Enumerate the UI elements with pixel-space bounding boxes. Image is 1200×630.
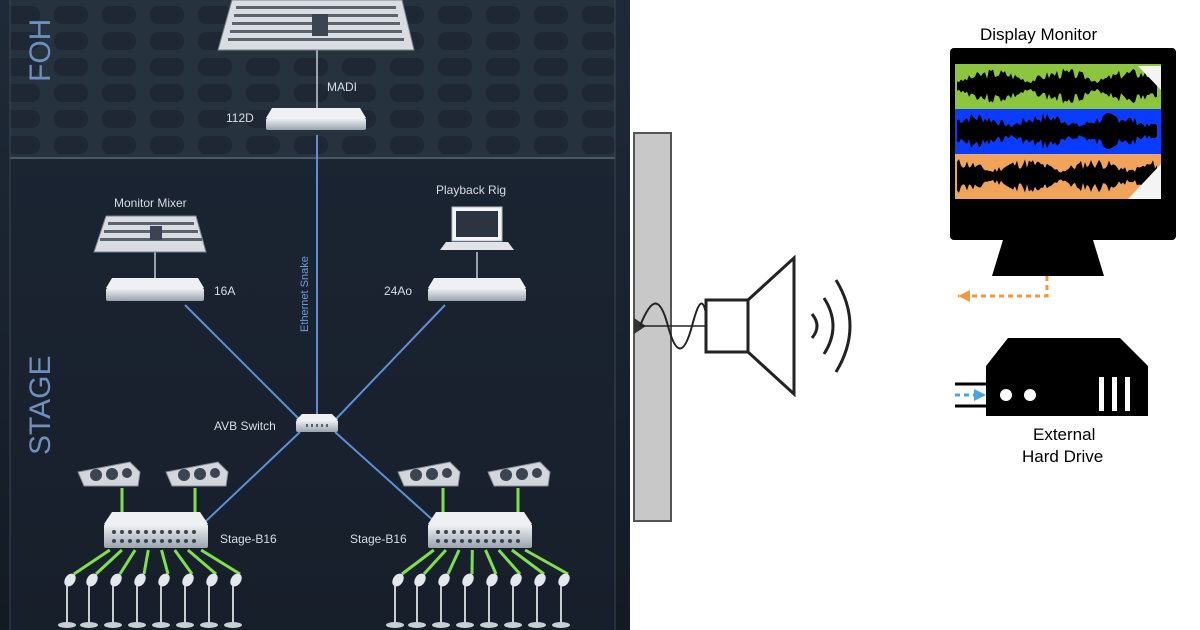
microphone-icon <box>186 548 218 628</box>
rack-24ao-label: 24Ao <box>384 284 412 298</box>
monitor-mixer-console <box>93 215 207 253</box>
microphone-icon <box>432 549 461 628</box>
rack-24ao <box>428 278 526 301</box>
monitor-connection-dashed <box>958 276 1049 298</box>
rack-16a-label: 16A <box>214 284 235 298</box>
microphone-icon <box>480 549 498 628</box>
playback-rig-label: Playback Rig <box>436 183 506 197</box>
right-panel: Display Monitor <box>950 25 1176 466</box>
stage-zone-label: STAGE <box>24 356 57 455</box>
wedge-monitor <box>165 461 229 487</box>
sound-waves-icon <box>810 279 852 373</box>
ethernet-snake-label: Ethernet Snake <box>299 256 311 332</box>
microphone-icon <box>524 548 570 628</box>
drive-connection-cable <box>955 382 986 408</box>
microphone-icon <box>408 548 448 628</box>
microphone-icon <box>386 548 435 628</box>
foh-console <box>217 0 415 51</box>
microphone-icon <box>456 549 474 628</box>
stage-box-right <box>428 512 532 548</box>
link-switch-stagebox-right <box>334 431 436 523</box>
stage-box-left <box>104 512 208 548</box>
display-monitor-icon <box>950 48 1176 276</box>
microphone-icon <box>80 548 123 628</box>
rack-112d-label: 112D <box>226 111 254 125</box>
laptop-icon <box>440 206 514 250</box>
microphone-icon <box>58 548 111 628</box>
wedge-monitors <box>77 461 551 512</box>
rack-112d <box>266 108 366 130</box>
display-monitor-label: Display Monitor <box>980 25 1097 44</box>
link-24ao-switch <box>334 304 446 421</box>
stage-box-right-label: Stage-B16 <box>350 532 407 546</box>
monitor-stand <box>992 240 1104 276</box>
microphone-icon <box>128 549 150 628</box>
wedge-monitor <box>77 461 141 487</box>
microphone-icon <box>200 548 242 628</box>
microphone-icon <box>511 548 546 628</box>
wedge-monitor <box>397 461 461 487</box>
external-drive-label-line2: Hard Drive <box>1022 447 1103 466</box>
microphone-icon <box>152 549 170 628</box>
microphone-icon <box>104 549 137 628</box>
sound-wave-signal <box>639 302 709 350</box>
microphone-stands <box>58 548 570 628</box>
avb-network-links <box>154 50 478 523</box>
avb-switch-device <box>296 414 338 432</box>
avb-switch-label: AVB Switch <box>214 419 276 433</box>
microphone-icon <box>497 549 522 628</box>
audio-waveform <box>957 112 1157 150</box>
link-switch-stagebox-left <box>204 431 301 523</box>
middle-panel <box>630 0 930 630</box>
screen-glare <box>1128 164 1161 199</box>
external-drive-label-line1: External <box>1033 425 1095 444</box>
stage-box-left-label: Stage-B16 <box>220 532 277 546</box>
microphone-icon <box>173 549 194 628</box>
external-hard-drive-icon <box>986 338 1148 416</box>
speaker-icon <box>704 254 796 398</box>
madi-label: MADI <box>327 80 357 94</box>
left-panel: FOH STAGE MADI 112D <box>0 0 630 630</box>
wedge-monitor <box>487 461 551 487</box>
foh-zone-label: FOH <box>24 19 57 82</box>
audio-waveform <box>957 68 1157 104</box>
monitor-mixer-label: Monitor Mixer <box>114 196 187 210</box>
audio-waveform <box>957 159 1157 193</box>
rack-16a <box>106 278 204 301</box>
link-16a-switch <box>184 304 301 421</box>
